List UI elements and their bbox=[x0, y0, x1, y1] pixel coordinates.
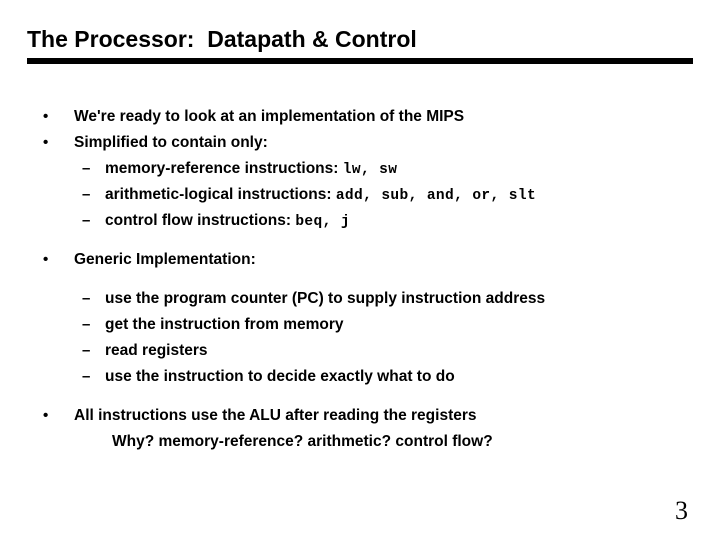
bullet-row: –read registers bbox=[0, 338, 720, 364]
bullet-dash-icon: – bbox=[82, 186, 91, 203]
bullet-dash-icon: – bbox=[82, 290, 91, 307]
bullet-label: control flow instructions: bbox=[105, 212, 296, 229]
bullet-row: –use the instruction to decide exactly w… bbox=[0, 364, 720, 390]
bullet-text: arithmetic-logical instructions: add, su… bbox=[105, 182, 536, 209]
bullet-row: • Simplified to contain only: bbox=[0, 130, 720, 156]
bullet-text: get the instruction from memory bbox=[105, 312, 344, 338]
bullet-row: –get the instruction from memory bbox=[0, 312, 720, 338]
bullet-label: use the instruction to decide exactly wh… bbox=[105, 368, 455, 385]
bullet-text: control flow instructions: beq, j bbox=[105, 208, 350, 235]
bullet-label: All instructions use the ALU after readi… bbox=[74, 407, 477, 424]
bullet-text: Simplified to contain only: bbox=[74, 130, 268, 156]
bullet-list: • We're ready to look at an implementatio… bbox=[0, 104, 720, 455]
bullet-row: –memory-reference instructions: lw, sw bbox=[0, 156, 720, 182]
bullet-label: get the instruction from memory bbox=[105, 316, 344, 333]
bullet-dash-icon: – bbox=[82, 368, 91, 385]
bullet-text: memory-reference instructions: lw, sw bbox=[105, 156, 397, 183]
bullet-dash-icon: – bbox=[82, 160, 91, 177]
bullet-row: • Generic Implementation: bbox=[0, 247, 720, 273]
bullet-label: Generic Implementation: bbox=[74, 251, 256, 268]
bullet-dash-icon: – bbox=[82, 316, 91, 333]
instruction-mnemonics: lw, sw bbox=[342, 162, 398, 178]
bullet-text: use the program counter (PC) to supply i… bbox=[105, 286, 545, 312]
bullet-label: read registers bbox=[105, 342, 208, 359]
bullet-label: We're ready to look at an implementation… bbox=[74, 108, 465, 125]
bullet-dot-icon: • bbox=[43, 134, 49, 151]
bullet-row: –use the program counter (PC) to supply … bbox=[0, 286, 720, 312]
bullet-label: memory-reference instructions: bbox=[105, 160, 343, 177]
bullet-label: use the program counter (PC) to supply i… bbox=[105, 290, 546, 307]
bullet-label: Simplified to contain only: bbox=[74, 134, 268, 151]
bullet-dash-icon: – bbox=[82, 212, 91, 229]
instruction-mnemonics: beq, j bbox=[295, 214, 350, 230]
page-number: 3 bbox=[675, 496, 688, 525]
bullet-row: –arithmetic-logical instructions: add, s… bbox=[0, 182, 720, 208]
bullet-text: We're ready to look at an implementation… bbox=[74, 104, 464, 130]
bullet-label: arithmetic-logical instructions: bbox=[105, 186, 336, 203]
title-underline-rule bbox=[27, 58, 693, 64]
bullet-text: All instructions use the ALU after readi… bbox=[74, 403, 477, 429]
bullet-dash-icon: – bbox=[82, 342, 91, 359]
page-title: The Processor: Datapath & Control bbox=[27, 26, 417, 52]
bullet-row: • We're ready to look at an implementatio… bbox=[0, 104, 720, 130]
bullet-text: read registers bbox=[105, 338, 208, 364]
bullet-dot-icon: • bbox=[43, 407, 49, 424]
bullet-text: use the instruction to decide exactly wh… bbox=[105, 364, 455, 390]
bullet-dot-icon: • bbox=[43, 251, 49, 268]
bullet-row: • All instructions use the ALU after read… bbox=[0, 403, 720, 429]
bullet-label: Why? memory-reference? arithmetic? contr… bbox=[112, 433, 493, 450]
bullet-dot-icon: • bbox=[43, 108, 49, 125]
bullet-row: –control flow instructions: beq, j bbox=[0, 208, 720, 234]
instruction-mnemonics: add, sub, and, or, slt bbox=[335, 188, 537, 204]
bullet-text: Generic Implementation: bbox=[74, 247, 256, 273]
bullet-text: Why? memory-reference? arithmetic? contr… bbox=[112, 429, 493, 455]
bullet-row: Why? memory-reference? arithmetic? contr… bbox=[0, 429, 720, 455]
